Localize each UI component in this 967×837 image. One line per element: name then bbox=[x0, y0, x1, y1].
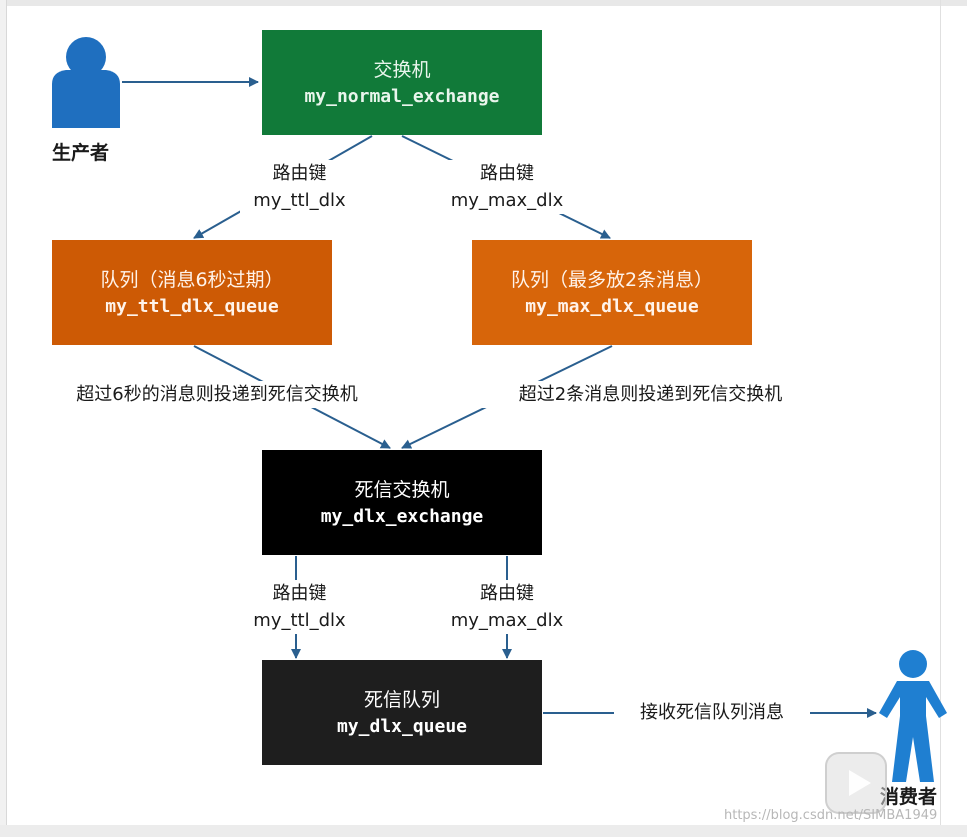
routing-key-max-top-line1: 路由键 bbox=[480, 163, 534, 184]
dlx-queue-name: my_dlx_queue bbox=[336, 715, 468, 737]
dlx-queue-node: 死信队列 my_dlx_queue bbox=[262, 660, 542, 765]
routing-key-ttl-bottom-line1: 路由键 bbox=[272, 583, 327, 604]
dlx-exchange-node: 死信交换机 my_dlx_exchange bbox=[262, 450, 542, 555]
dlx-exchange-name: my_dlx_exchange bbox=[320, 505, 484, 527]
routing-key-ttl-top-label: 路由键 my_ttl_dlx bbox=[240, 160, 359, 214]
max-queue-name: my_max_dlx_queue bbox=[525, 295, 699, 317]
routing-key-max-bottom-line1: 路由键 bbox=[480, 583, 534, 604]
window-top-edge bbox=[0, 0, 967, 6]
routing-key-max-bottom-label: 路由键 my_max_dlx bbox=[440, 580, 574, 634]
consumer-label: 消费者 bbox=[880, 786, 938, 808]
ttl-queue-name: my_ttl_dlx_queue bbox=[105, 295, 279, 317]
video-play-button[interactable] bbox=[825, 752, 887, 814]
routing-key-ttl-bottom-label: 路由键 my_ttl_dlx bbox=[240, 580, 359, 634]
producer-person-icon bbox=[52, 37, 120, 128]
consume-label: 接收死信队列消息 bbox=[614, 699, 810, 726]
ttl-queue-node: 队列（消息6秒过期） my_ttl_dlx_queue bbox=[52, 240, 332, 345]
routing-key-ttl-top-line1: 路由键 bbox=[272, 163, 327, 184]
producer-label: 生产者 bbox=[52, 142, 110, 164]
routing-key-ttl-bottom-line2: my_ttl_dlx bbox=[253, 610, 346, 631]
routing-key-max-top-line2: my_max_dlx bbox=[450, 190, 564, 211]
window-right-divider bbox=[940, 0, 941, 837]
routing-key-max-bottom-line2: my_max_dlx bbox=[450, 610, 564, 631]
window-left-edge bbox=[0, 0, 7, 837]
source-watermark: https://blog.csdn.net/SIMBA1949 bbox=[724, 808, 938, 823]
window-bottom-edge bbox=[0, 825, 967, 837]
normal-exchange-node: 交换机 my_normal_exchange bbox=[262, 30, 542, 135]
max-queue-node: 队列（最多放2条消息） my_max_dlx_queue bbox=[472, 240, 752, 345]
routing-key-max-top-label: 路由键 my_max_dlx bbox=[440, 160, 574, 214]
max-to-dlx-label: 超过2条消息则投递到死信交换机 bbox=[476, 381, 825, 408]
normal-exchange-title: 交换机 bbox=[373, 58, 431, 81]
dlx-exchange-title: 死信交换机 bbox=[354, 478, 450, 501]
consumer-person-icon bbox=[879, 650, 947, 782]
routing-key-ttl-top-line2: my_ttl_dlx bbox=[253, 190, 346, 211]
ttl-to-dlx-label: 超过6秒的消息则投递到死信交换机 bbox=[30, 381, 404, 408]
dlx-queue-title: 死信队列 bbox=[363, 688, 440, 711]
ttl-queue-title: 队列（消息6秒过期） bbox=[100, 268, 284, 291]
max-queue-title: 队列（最多放2条消息） bbox=[510, 268, 714, 291]
normal-exchange-name: my_normal_exchange bbox=[304, 85, 500, 107]
